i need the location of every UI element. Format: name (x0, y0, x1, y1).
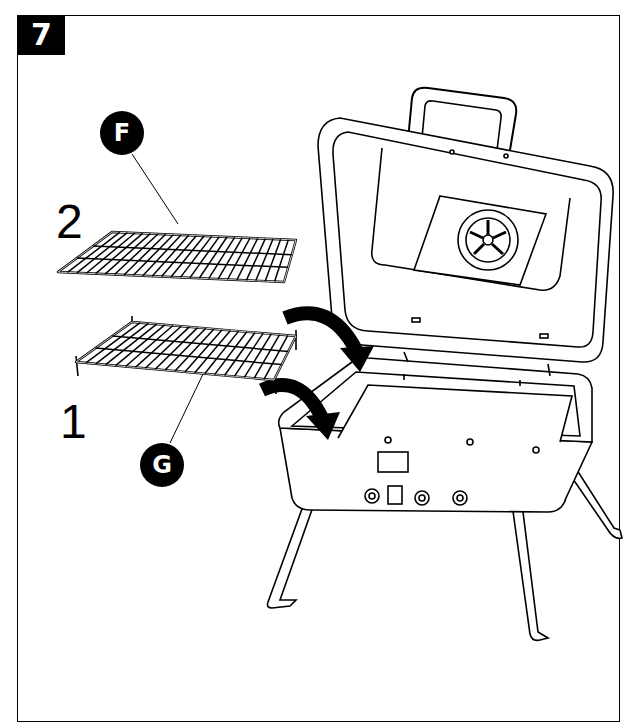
step-number-text: 7 (31, 20, 52, 50)
layer-number: 2 (56, 198, 83, 246)
cooking-grate (58, 232, 296, 282)
insert-arrow (262, 313, 374, 440)
callout-letter-text: F (114, 121, 130, 145)
grill-lid (318, 88, 613, 362)
callout-letter-text: G (152, 453, 172, 477)
grill-bowl (268, 352, 623, 640)
leader-line (170, 372, 204, 443)
layer-number: 1 (60, 398, 87, 446)
leader-line (132, 154, 178, 224)
callout-letter: G (140, 443, 184, 487)
step-number: 7 (18, 15, 65, 55)
charcoal-grate (76, 316, 296, 394)
callout-letter: F (100, 111, 144, 155)
frame-border (18, 16, 620, 722)
